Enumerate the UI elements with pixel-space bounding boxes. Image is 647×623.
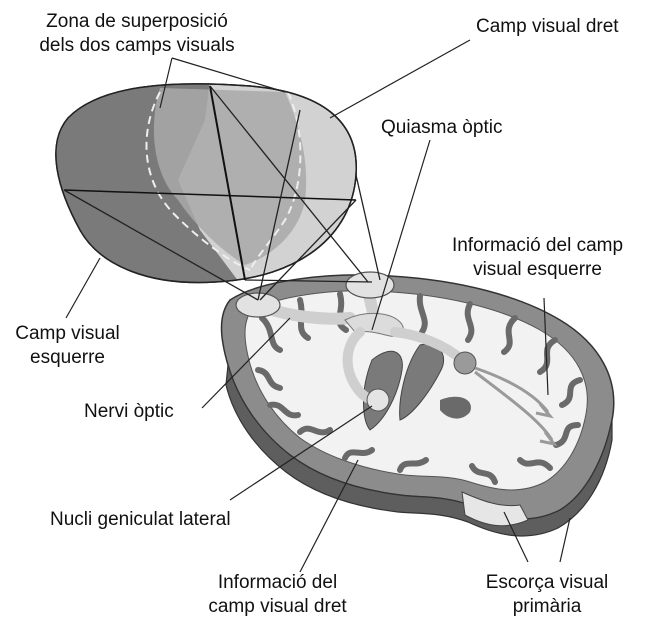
label-left-field-info: Informació del camp visual esquerre [430, 234, 645, 282]
leader-left-visual-field [66, 258, 100, 318]
label-right-field-info-line1: Informació del [185, 571, 370, 595]
label-primary-visual-cortex: Escorça visual primària [462, 571, 632, 619]
leader-right-visual-field [330, 40, 470, 118]
label-left-field-info-line1: Informació del camp [430, 234, 645, 258]
label-overlap-zone-line2: dels dos camps visuals [8, 34, 266, 58]
right-eye [346, 272, 394, 298]
visual-field-shape [40, 80, 356, 290]
left-eye [236, 293, 280, 317]
label-right-field-info-line2: camp visual dret [185, 595, 370, 619]
label-optic-chiasm: Quiasma òptic [381, 116, 502, 140]
label-left-field-info-line2: visual esquerre [430, 258, 645, 282]
label-optic-nerve: Nervi òptic [84, 400, 174, 424]
label-left-visual-field-line1: Camp visual [0, 322, 135, 346]
label-left-visual-field-line2: esquerre [0, 346, 135, 370]
label-primary-visual-cortex-line2: primària [462, 595, 632, 619]
brain-section [222, 272, 614, 536]
label-right-field-info: Informació del camp visual dret [185, 571, 370, 619]
lgn-right [454, 352, 476, 374]
label-right-visual-field: Camp visual dret [476, 15, 619, 39]
label-overlap-zone-line1: Zona de superposició [8, 10, 266, 34]
label-overlap-zone: Zona de superposició dels dos camps visu… [8, 10, 266, 58]
label-lateral-geniculate-nucleus: Nucli geniculat lateral [50, 508, 231, 532]
label-primary-visual-cortex-line1: Escorça visual [462, 571, 632, 595]
label-left-visual-field: Camp visual esquerre [0, 322, 135, 370]
